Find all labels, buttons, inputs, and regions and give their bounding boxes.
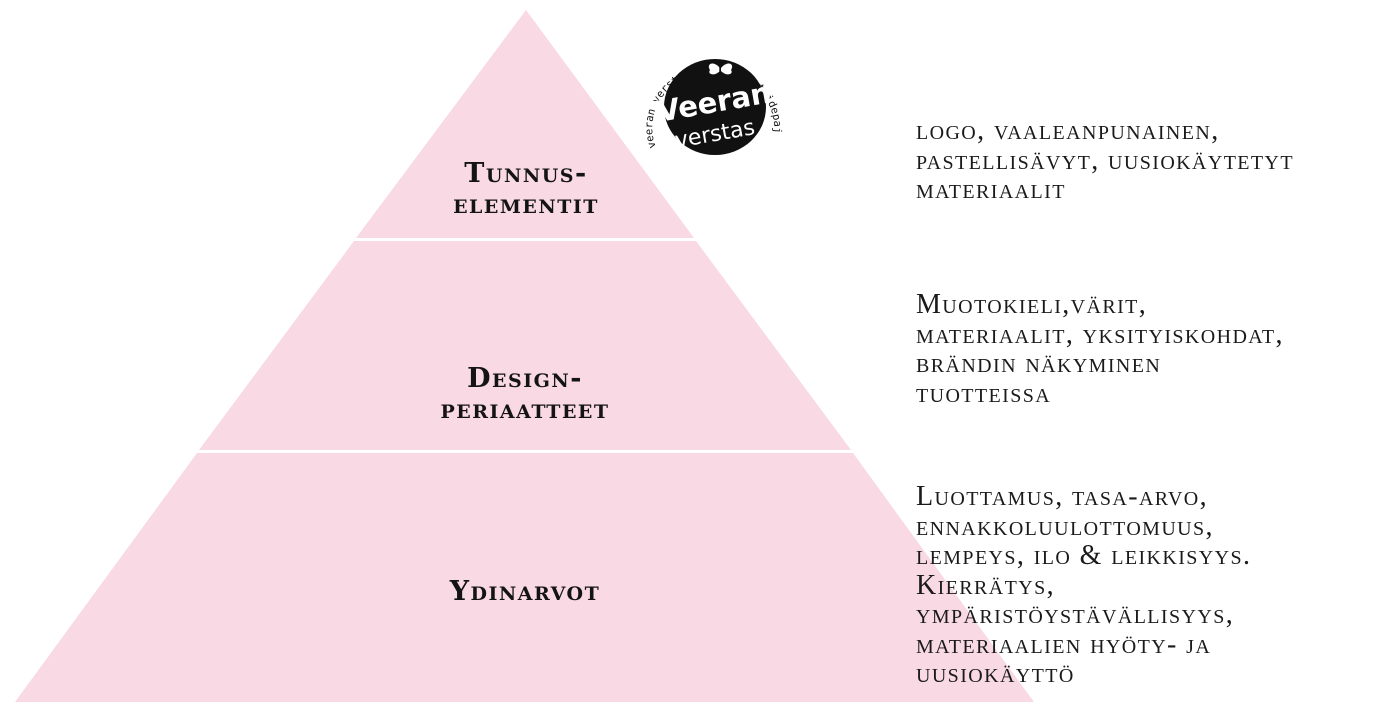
tier-description-base-line-5: ympäristöystävällisyys, <box>916 599 1235 630</box>
logo-disc <box>664 59 766 155</box>
pyramid-tier-base <box>15 453 1034 702</box>
tier-description-base-line-2: ennakkoluulottomuus, <box>916 510 1214 542</box>
tier-description-base-line-4: Kierrätys, <box>916 569 1056 601</box>
tier-label-middle: Design- periaatteet <box>370 363 680 425</box>
tier-label-base-line-1: Ydinarvot <box>449 576 601 607</box>
tier-description-middle-line-1: Muotokieli,värit, <box>916 289 1148 320</box>
pyramid-tier-top <box>356 10 694 238</box>
tier-label-middle-line-2: periaatteet <box>440 394 610 425</box>
pyramid-tier-middle <box>199 241 851 450</box>
tier-label-top-line-2: elementit <box>453 189 599 220</box>
tier-description-middle-line-3: brändin näkyminen <box>916 348 1162 379</box>
tier-description-base-line-6: materiaalien hyöty- ja <box>916 628 1212 660</box>
tier-description-top-line-3: materiaalit <box>916 174 1066 205</box>
veeran-verstas-logo: veeran verstas - nuorten taidepaja Veera… <box>646 37 783 155</box>
tier-description-base-line-7: uusiokäyttö <box>916 658 1075 689</box>
tier-label-top: Tunnus- elementit <box>406 158 646 220</box>
tier-label-base: Ydinarvot <box>370 576 680 607</box>
tier-description-base: Luottamus, tasa-arvo, ennakkoluulottomuu… <box>916 482 1251 689</box>
tier-label-top-line-1: Tunnus- <box>464 158 588 189</box>
tier-label-middle-line-1: Design- <box>467 363 583 394</box>
tier-description-top-line-2: pastellisävyt, uusiokäytetyt <box>916 144 1295 176</box>
butterfly-icon <box>708 63 733 75</box>
tier-description-middle-line-4: tuotteissa <box>916 377 1052 409</box>
tier-description-top: logo, vaaleanpunainen, pastellisävyt, uu… <box>916 116 1294 205</box>
tier-description-top-line-1: logo, vaaleanpunainen, <box>916 115 1220 146</box>
tier-description-middle: Muotokieli,värit, materiaalit, yksityisk… <box>916 290 1284 408</box>
tier-description-base-line-3: lempeys, ilo & leikkisyys. <box>916 540 1252 571</box>
tier-description-middle-line-2: materiaalit, yksityiskohdat, <box>916 318 1284 350</box>
tier-description-base-line-1: Luottamus, tasa-arvo, <box>916 481 1209 512</box>
